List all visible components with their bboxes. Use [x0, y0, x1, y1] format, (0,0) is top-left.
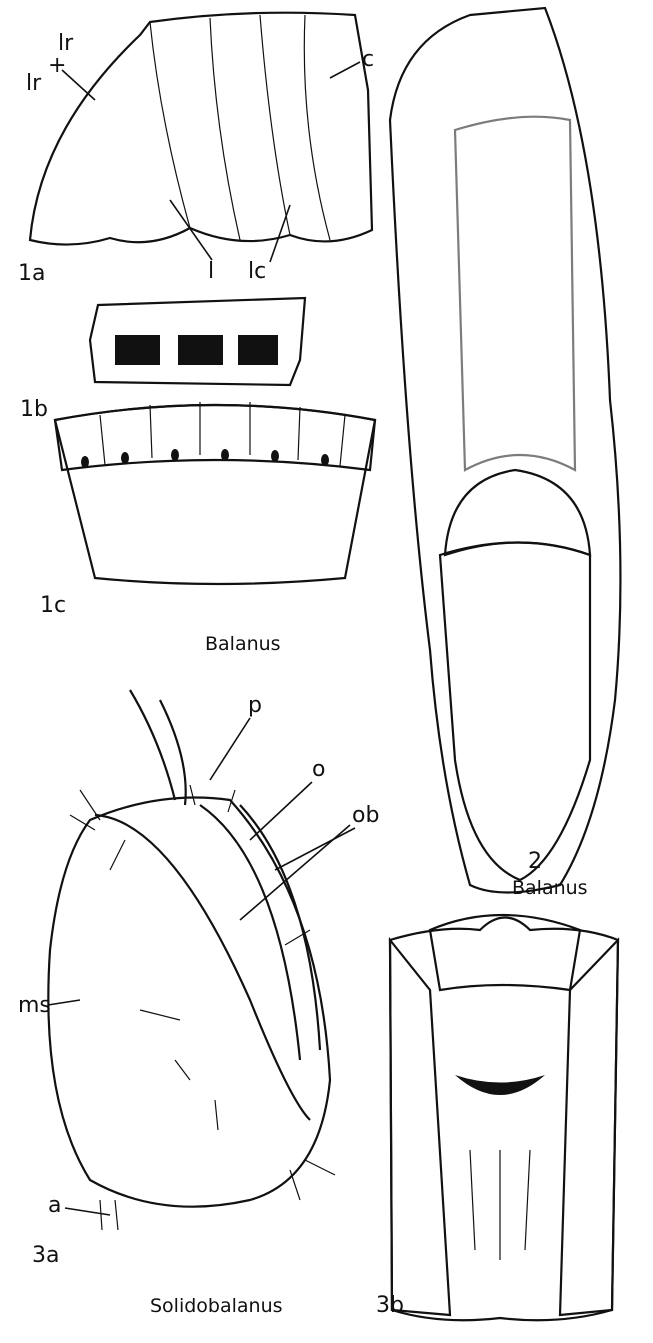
- label-lr-upper: lr: [58, 31, 74, 56]
- figure-1b: 1b: [20, 296, 307, 422]
- elongated-shell-drawing: [388, 6, 622, 894]
- label-plus: +: [48, 53, 66, 78]
- wall-section-drawing: [88, 296, 307, 387]
- figure-1a: lr + lr c l lc 1a: [18, 11, 374, 286]
- figure-number-1c: 1c: [40, 593, 66, 618]
- figure-2: 2 Balanus: [388, 6, 622, 899]
- caption-balanus-2: Balanus: [512, 877, 588, 899]
- figure-number-2: 2: [528, 849, 542, 874]
- label-p: p: [248, 693, 262, 718]
- figure-number-3a: 3a: [32, 1243, 59, 1268]
- label-c: c: [362, 47, 374, 72]
- figure-1c: 1c: [40, 402, 377, 618]
- figure-number-1a: 1a: [18, 261, 45, 286]
- label-l: l: [208, 259, 214, 284]
- larva-body-drawing: [47, 796, 332, 1208]
- label-ms: ms: [18, 993, 51, 1018]
- label-o: o: [312, 757, 325, 782]
- radial-section-drawing: [53, 403, 377, 586]
- label-lr-lower: lr: [26, 71, 42, 96]
- shell-wall-drawing: [28, 11, 374, 246]
- label-a: a: [48, 1193, 61, 1218]
- opercular-plate-drawing: [388, 916, 620, 1322]
- label-lc: lc: [248, 259, 266, 284]
- caption-solidobalanus: Solidobalanus: [150, 1295, 283, 1317]
- figure-number-3b: 3b: [376, 1293, 404, 1318]
- figure-number-1b: 1b: [20, 397, 48, 422]
- caption-balanus-1: Balanus: [205, 633, 281, 655]
- label-ob: ob: [352, 803, 379, 828]
- figure-3a: p o ob ms a 3a: [18, 689, 379, 1268]
- figure-3b: 3b: [376, 913, 620, 1322]
